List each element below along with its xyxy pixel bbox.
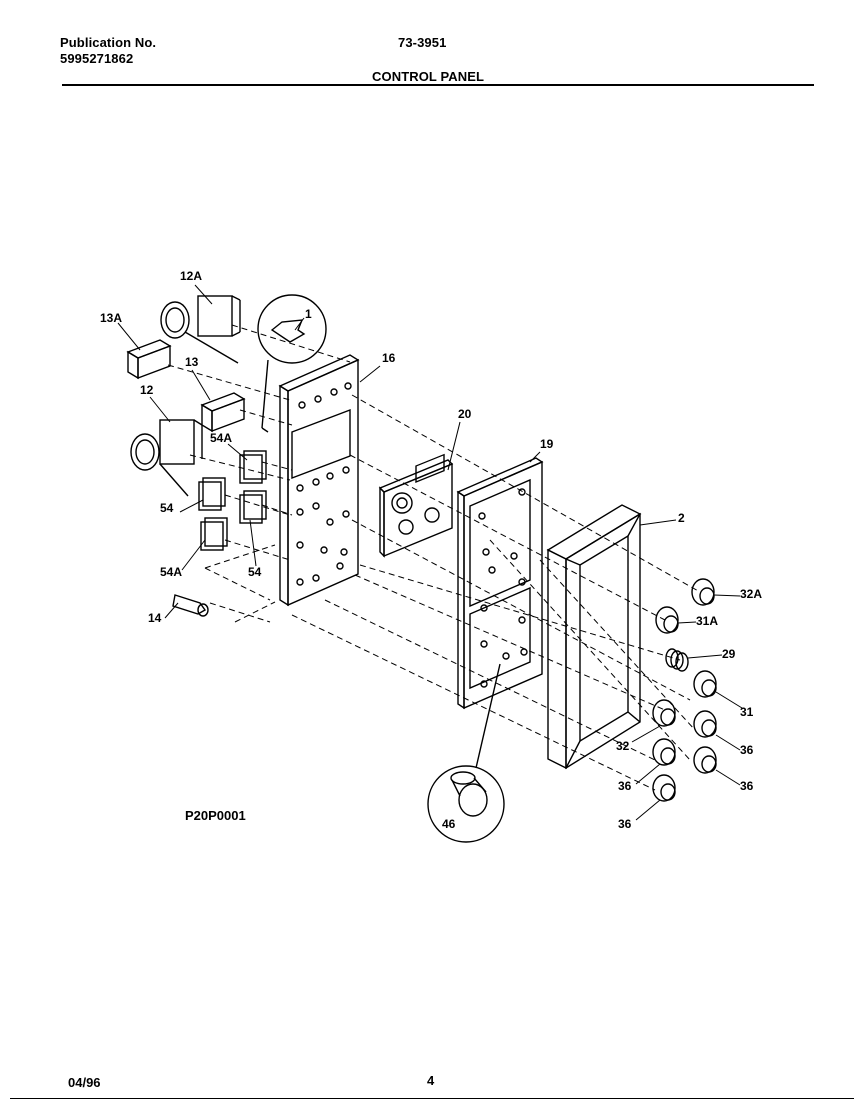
callout-31a: 31A — [696, 614, 718, 628]
knob-31 — [693, 670, 717, 698]
switch-54-right — [239, 490, 267, 524]
callout-46: 46 — [442, 817, 456, 831]
callout-36-a: 36 — [740, 743, 754, 757]
part-12a — [160, 295, 241, 364]
knob-36-c — [693, 746, 717, 774]
callout-54a-upper: 54A — [210, 431, 232, 445]
callout-36-c: 36 — [740, 779, 754, 793]
callout-1: 1 — [305, 307, 312, 321]
page-number: 4 — [427, 1073, 435, 1088]
switch-54a-lower — [200, 517, 228, 551]
knob-36-d — [652, 774, 676, 802]
spring-29 — [665, 648, 689, 672]
frame-2 — [546, 504, 642, 770]
section-title: CONTROL PANEL — [372, 69, 485, 84]
assembly-guide-lines — [167, 324, 701, 791]
callout-12: 12 — [140, 383, 154, 397]
callout-leader-lines — [117, 284, 743, 821]
part-14 — [172, 594, 209, 617]
display-board-20 — [378, 453, 454, 558]
callout-32a: 32A — [740, 587, 762, 601]
callout-13a: 13A — [100, 311, 122, 325]
knob-32a — [691, 578, 715, 606]
callout-54-right: 54 — [248, 565, 262, 579]
part-46-detail — [427, 663, 505, 843]
page-code: 73-3951 — [398, 35, 447, 50]
publication-label: Publication No. — [60, 35, 157, 50]
publication-number: 5995271862 — [60, 51, 134, 66]
part-13a — [126, 339, 172, 380]
drawing-code: P20P0001 — [185, 808, 246, 823]
knob-31a — [655, 606, 679, 634]
callout-labels: 12A 13A 1 13 16 12 54A 20 19 54 2 54A 54… — [100, 269, 762, 831]
callout-54a-lower: 54A — [160, 565, 182, 579]
footer-date: 04/96 — [68, 1075, 101, 1090]
callout-13: 13 — [185, 355, 199, 369]
callout-32: 32 — [616, 739, 630, 753]
switch-54a-upper — [239, 450, 267, 484]
callout-29: 29 — [722, 647, 736, 661]
knob-36-a — [693, 710, 717, 738]
part-12 — [130, 419, 203, 497]
callout-20: 20 — [458, 407, 472, 421]
callout-19: 19 — [540, 437, 554, 451]
gasket-19 — [456, 457, 544, 710]
knob-32 — [652, 699, 676, 727]
footer-rule — [10, 1098, 854, 1099]
bracket-16 — [278, 354, 360, 607]
callout-31: 31 — [740, 705, 754, 719]
header-rule — [62, 84, 814, 86]
part-1-detail — [257, 294, 327, 433]
callout-14: 14 — [148, 611, 162, 625]
knob-36-b — [652, 738, 676, 766]
callout-2: 2 — [678, 511, 685, 525]
callout-12a: 12A — [180, 269, 202, 283]
part-13 — [200, 392, 246, 433]
callout-36-d: 36 — [618, 817, 632, 831]
callout-54-left: 54 — [160, 501, 174, 515]
switch-54-left — [198, 477, 226, 511]
callout-16: 16 — [382, 351, 396, 365]
callout-36-b: 36 — [618, 779, 632, 793]
